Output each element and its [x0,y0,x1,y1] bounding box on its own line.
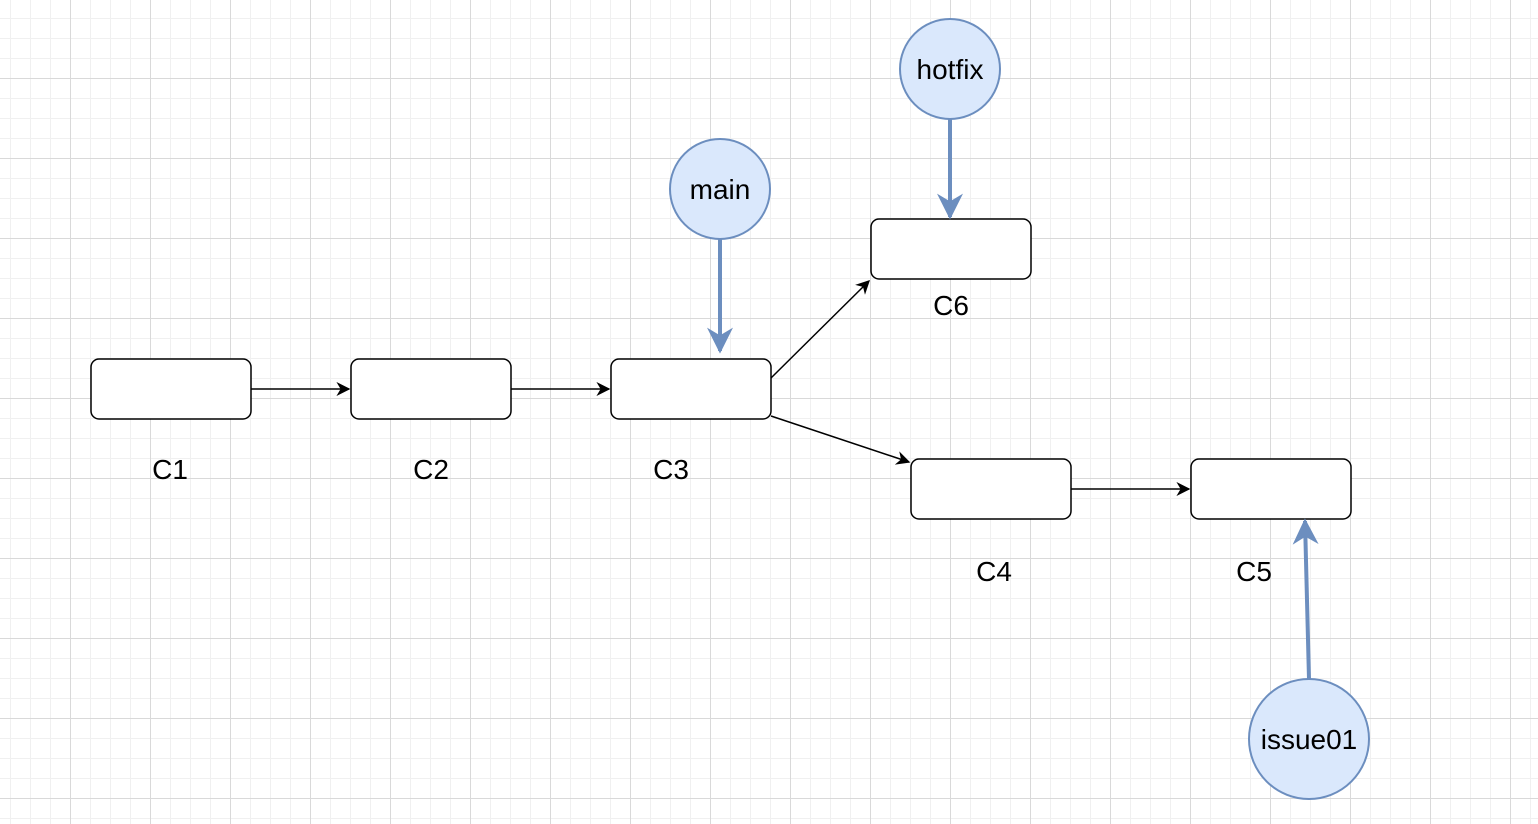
commit-c3-box[interactable] [610,358,772,420]
commit-c2-label: C2 [413,454,449,485]
branch-main-label: main [690,174,751,205]
commit-c5-box[interactable] [1190,458,1352,520]
branch-hotfix-node[interactable] [899,18,1001,120]
commit-c6-label: C6 [933,290,969,321]
commit-c4-label: C4 [976,556,1012,587]
commit-c2-box[interactable] [350,358,512,420]
pointer-issue01-to-c5 [1292,518,1319,680]
branch-issue01-node[interactable] [1248,678,1370,800]
branch-hotfix-label: hotfix [917,54,984,85]
commit-c1-box[interactable] [90,358,252,420]
commit-c4-box[interactable] [910,458,1072,520]
branch-issue01-label: issue01 [1261,724,1358,755]
branch-main-node[interactable] [669,138,771,240]
commit-c3-label: C3 [653,454,689,485]
commit-c6-box[interactable] [870,218,1032,280]
edge-c3-c6 [770,280,870,379]
commit-c1-label: C1 [152,454,188,485]
commit-c5-label: C5 [1236,556,1272,587]
edge-c3-c4 [770,415,911,465]
